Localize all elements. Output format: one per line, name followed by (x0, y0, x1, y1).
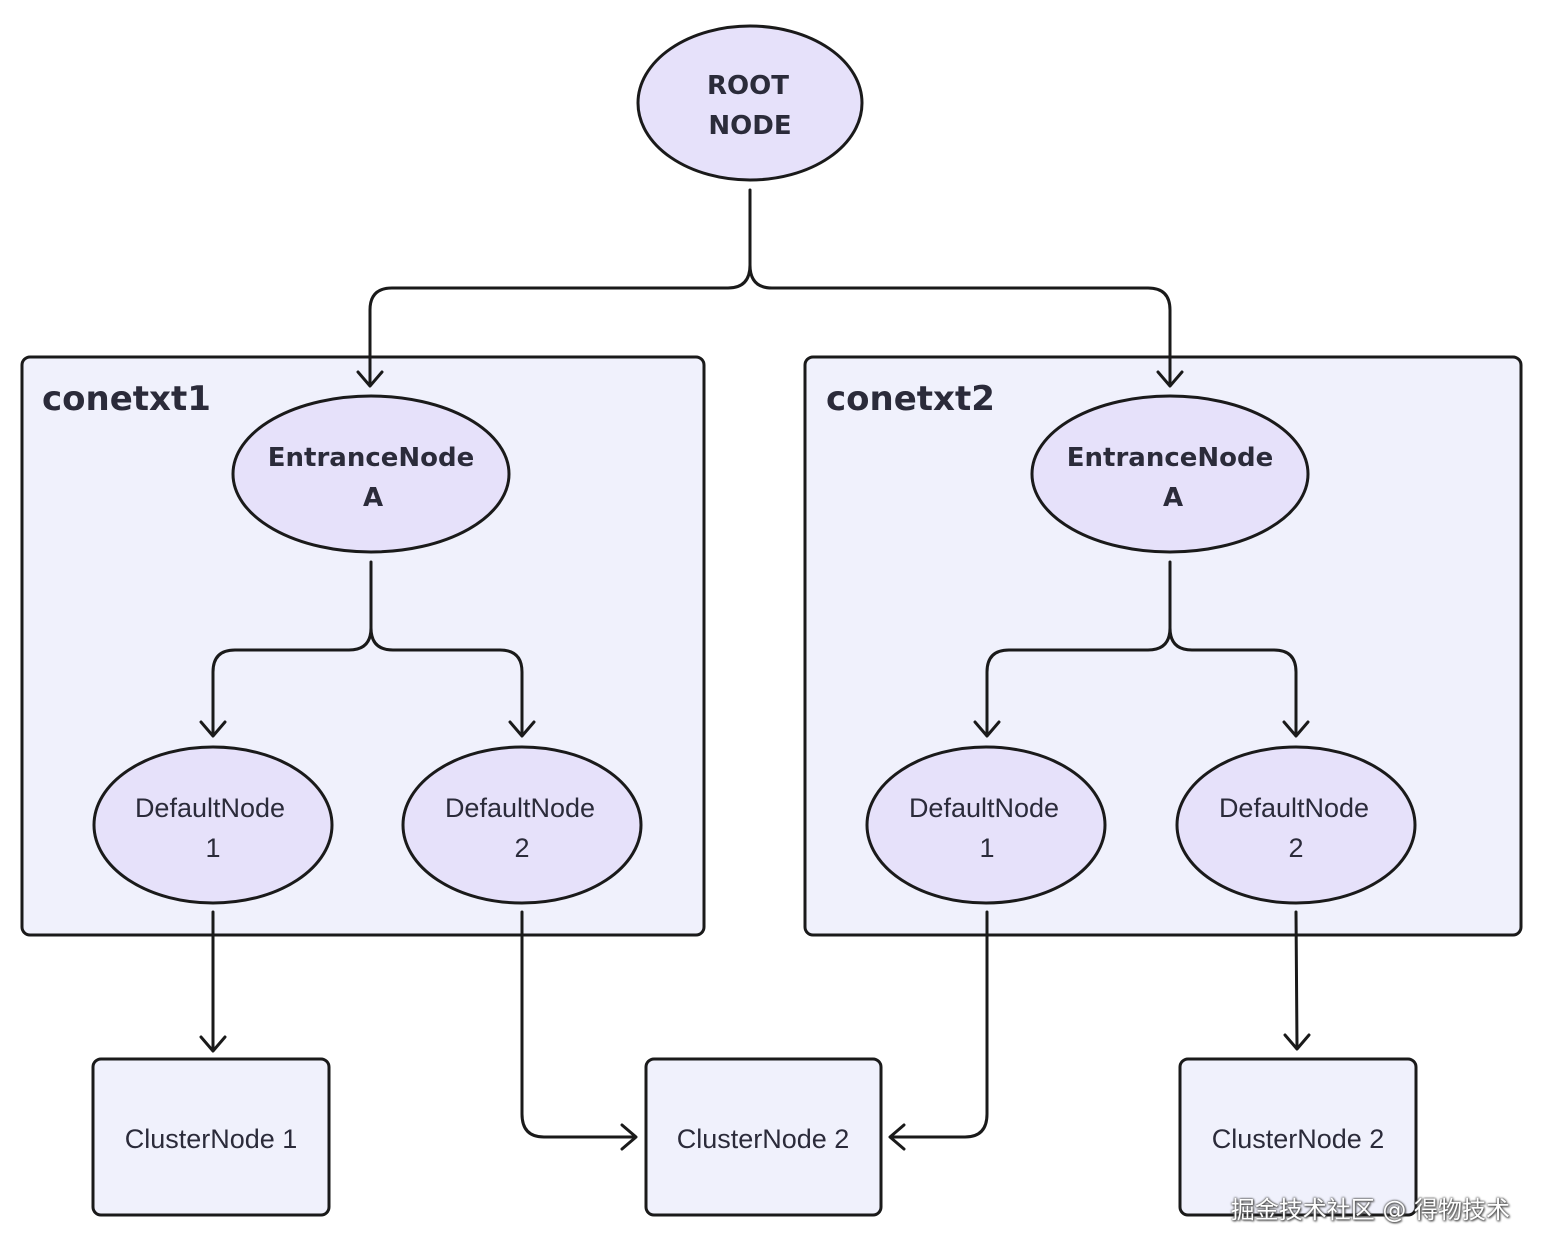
arrowhead-default-1-ctx1 (199, 720, 227, 738)
cluster-node-1: ClusterNode 1 (91, 1057, 331, 1217)
context-label-1: conetxt1 (42, 379, 211, 419)
arrowhead-default-1-ctx2 (973, 720, 1001, 738)
cluster-node-1-label: ClusterNode 1 (125, 1124, 298, 1154)
cluster-node-3-label: ClusterNode 2 (1212, 1124, 1385, 1154)
entrance-node-ctx1-line1: EntranceNode (268, 443, 475, 473)
default-node-1-ctx2-line2: 1 (979, 833, 994, 863)
entrance-node-ctx1: EntranceNode A (231, 394, 511, 554)
default-node-1-ctx1-line2: 1 (205, 833, 220, 863)
edge-root-to-entrance-1 (368, 188, 752, 385)
edge-entrance-2-to-default-1 (985, 560, 1172, 735)
default-node-2-ctx2-line1: DefaultNode (1219, 793, 1369, 823)
entrance-node-ctx2-line2: A (1163, 483, 1183, 513)
root-node-label-line1: ROOT (707, 71, 789, 101)
default-node-2-ctx1: DefaultNode 2 (401, 745, 643, 905)
edge-root-to-entrance-2 (748, 263, 1172, 385)
edge-default-2-ctx2-to-cluster-3 (1294, 910, 1299, 1048)
arrowhead-default-2-ctx2 (1282, 720, 1310, 738)
cluster-node-2: ClusterNode 2 (644, 1057, 883, 1217)
root-node: ROOT NODE (636, 24, 864, 182)
cluster-node-3: ClusterNode 2 (1178, 1057, 1418, 1217)
arrowhead-cluster-1 (199, 1035, 227, 1053)
context-label-2: conetxt2 (826, 379, 995, 419)
edge-entrance-1-to-default-1 (211, 560, 373, 735)
watermark-text: 掘金技术社区 @ 得物技术 (1230, 1196, 1510, 1224)
root-node-label-line2: NODE (708, 111, 791, 141)
arrowhead-cluster-2-right (888, 1123, 906, 1151)
entrance-node-ctx2-line1: EntranceNode (1067, 443, 1274, 473)
entrance-node-ctx1-line2: A (363, 483, 383, 513)
edge-entrance-1-to-default-2 (369, 626, 524, 735)
default-node-1-ctx2: DefaultNode 1 (865, 745, 1107, 905)
arrowhead-cluster-2-left (620, 1123, 638, 1151)
edge-entrance-2-to-default-2 (1168, 626, 1298, 735)
entrance-node-ctx2: EntranceNode A (1030, 394, 1310, 554)
cluster-node-2-label: ClusterNode 2 (677, 1124, 850, 1154)
arrowhead-entrance-2 (1156, 370, 1184, 388)
arrowhead-cluster-3 (1283, 1033, 1311, 1051)
arrowhead-entrance-1 (356, 370, 384, 388)
default-node-2-ctx1-line2: 2 (514, 833, 529, 863)
arrowhead-default-2-ctx1 (508, 720, 536, 738)
default-node-1-ctx1-line1: DefaultNode (135, 793, 285, 823)
default-node-2-ctx1-line1: DefaultNode (445, 793, 595, 823)
default-node-1-ctx2-line1: DefaultNode (909, 793, 1059, 823)
default-node-2-ctx2-line2: 2 (1288, 833, 1303, 863)
default-node-2-ctx2: DefaultNode 2 (1175, 745, 1417, 905)
edge-default-2-ctx1-to-cluster-2 (520, 910, 635, 1139)
default-node-1-ctx1: DefaultNode 1 (92, 745, 334, 905)
edge-default-1-ctx2-to-cluster-2 (891, 910, 989, 1139)
